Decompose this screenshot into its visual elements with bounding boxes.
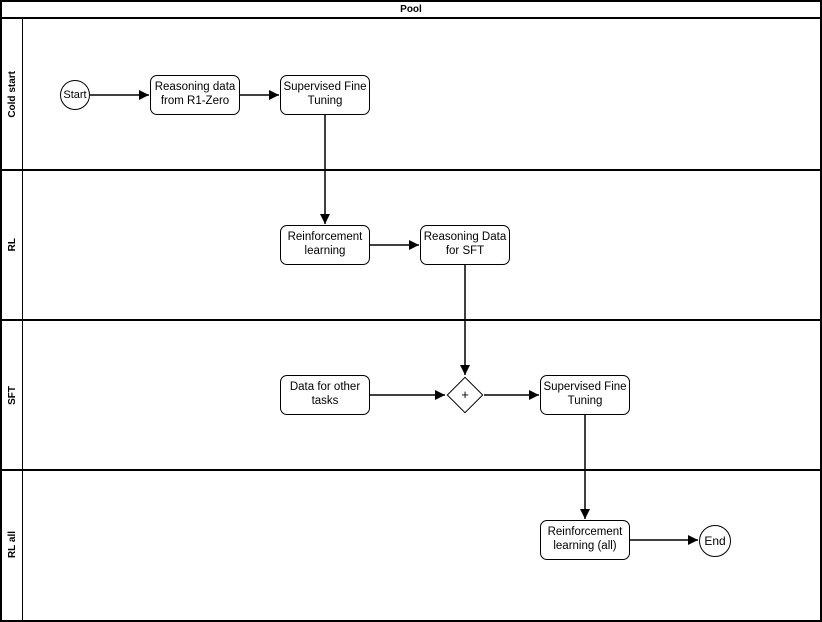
end-event-label: End [704, 534, 726, 548]
pool-header-divider [2, 17, 820, 19]
task-label: Supervised Fine Tuning [283, 81, 367, 107]
task-label: Reinforcement learning [287, 231, 363, 257]
start-event[interactable]: Start [60, 80, 90, 110]
lane-label-rl: RL [2, 171, 22, 319]
task-data-for-other-tasks[interactable]: Data for other tasks [280, 375, 370, 415]
task-reasoning-data-for-sft[interactable]: Reasoning Data for SFT [420, 225, 510, 265]
task-supervised-fine-tuning-all-data[interactable]: Supervised Fine Tuning [540, 375, 630, 415]
lane-label-rl-all-text: RL all [6, 530, 18, 559]
parallel-gateway-plus-icon: + [461, 386, 469, 402]
start-event-label: Start [63, 89, 87, 101]
lane-divider-2 [2, 319, 820, 321]
pool-title: Pool [400, 4, 422, 15]
task-label: Reasoning data from R1-Zero [154, 81, 236, 107]
task-reinforcement-learning[interactable]: Reinforcement learning [280, 225, 370, 265]
task-label: Reasoning Data for SFT [423, 231, 507, 257]
task-supervised-fine-tuning-cold[interactable]: Supervised Fine Tuning [280, 75, 370, 115]
lane-divider-1 [2, 169, 820, 171]
lane-label-rl-text: RL [6, 238, 18, 252]
task-reasoning-data-from-r1-zero[interactable]: Reasoning data from R1-Zero [150, 75, 240, 115]
lane-label-cold-start: Cold start [2, 19, 22, 169]
task-label: Supervised Fine Tuning [543, 381, 627, 407]
task-label: Reinforcement learning (all) [547, 526, 623, 552]
lane-label-sft-text: SFT [6, 385, 18, 405]
task-reinforcement-learning-all[interactable]: Reinforcement learning (all) [540, 520, 630, 560]
end-event[interactable]: End [699, 525, 731, 557]
task-label: Data for other tasks [289, 381, 361, 407]
lane-label-divider [22, 19, 23, 620]
lane-divider-3 [2, 469, 820, 471]
lane-label-cold-start-text: Cold start [6, 70, 18, 118]
lane-label-sft: SFT [2, 321, 22, 469]
lane-label-rl-all: RL all [2, 471, 22, 618]
